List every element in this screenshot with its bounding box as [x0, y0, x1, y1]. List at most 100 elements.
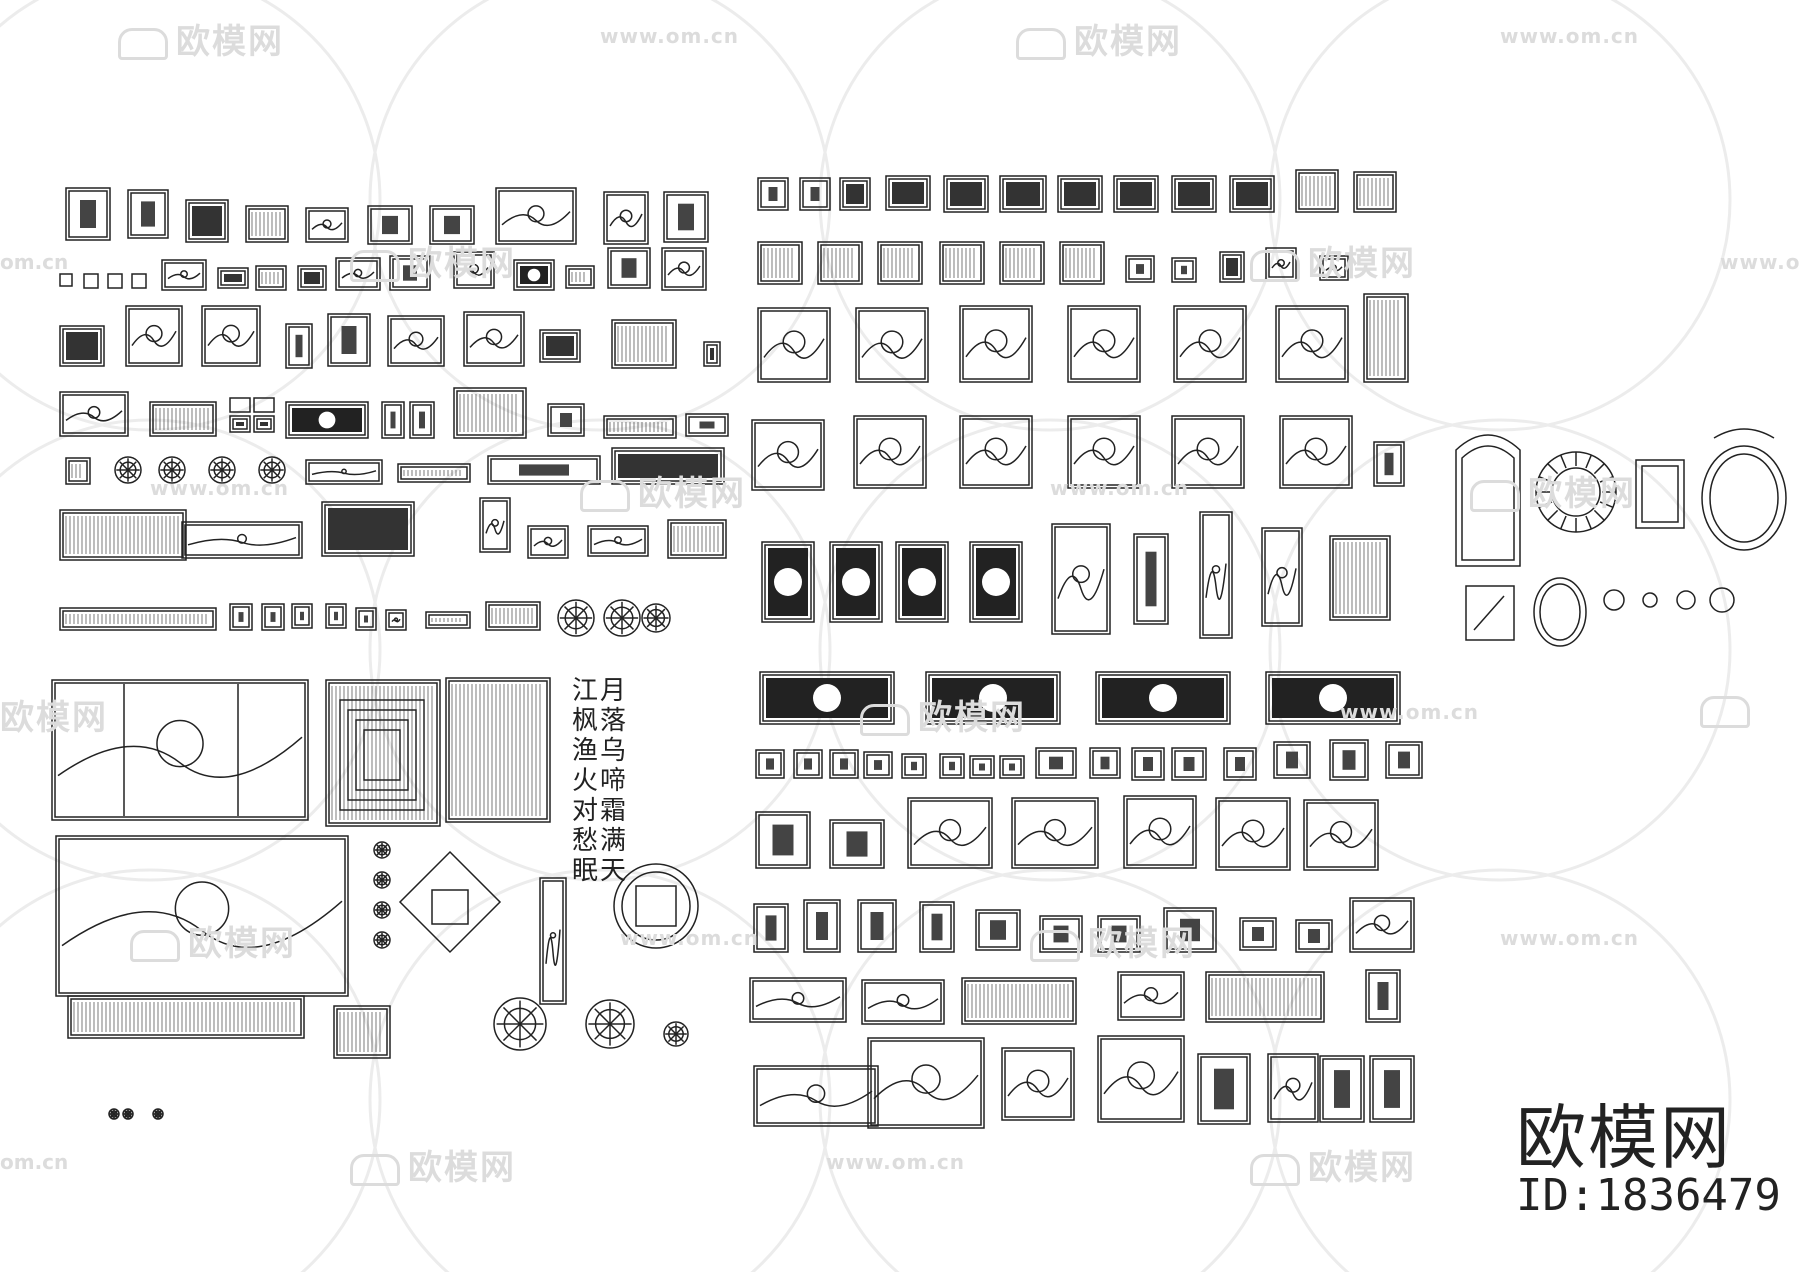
frame-sketch [1057, 568, 1105, 601]
frame-inner [756, 906, 786, 950]
picture-frame [611, 447, 725, 485]
frame-figure [1286, 751, 1298, 769]
frame-inner [1270, 1056, 1316, 1120]
picture-frame [961, 977, 1077, 1025]
frame-sketch [1017, 826, 1093, 847]
frame-outer [367, 205, 413, 245]
frame-sketch [609, 213, 643, 228]
frame-inner [832, 822, 882, 866]
picture-frame [611, 319, 677, 369]
picture-frame [755, 749, 785, 779]
picture-frame [261, 603, 285, 631]
mirror-glass [1641, 465, 1679, 523]
picture-frame [751, 419, 825, 491]
watermark-text: 欧模网 [408, 244, 516, 284]
frame-sketch [1205, 563, 1227, 600]
frame-outer [749, 977, 847, 1023]
sofa-logo-icon [1700, 695, 1750, 728]
picture-frame [969, 541, 1023, 623]
frame-outer [1385, 741, 1423, 779]
picture-frame [1117, 971, 1185, 1021]
picture-frame [1171, 257, 1197, 283]
frame-inner [1306, 802, 1376, 868]
round-ornament [373, 931, 391, 949]
picture-frame [229, 415, 251, 433]
frame-figure [931, 913, 943, 941]
ornament-spoke [127, 461, 137, 471]
frame-sketch [1143, 986, 1159, 1002]
ornament-ring [373, 841, 391, 859]
frame-outer [703, 341, 721, 367]
frame-sketch [549, 932, 557, 939]
frame-sketch [1123, 991, 1179, 1005]
frame-sketch [57, 736, 303, 778]
frame-outer [387, 315, 445, 367]
frame-figure [772, 824, 794, 856]
picture-frame [861, 979, 945, 1025]
picture-frame [1171, 175, 1217, 213]
frame-inner [688, 416, 726, 434]
eagle-crest [1713, 428, 1775, 439]
frame-outer [901, 753, 927, 779]
frame-inner [62, 610, 214, 628]
frame-inner [1388, 744, 1420, 776]
picture-frame [1275, 305, 1349, 383]
oval-mirror [1701, 428, 1787, 551]
picture-frame [131, 273, 147, 289]
frame-inner [946, 178, 986, 210]
frame-outer [1095, 671, 1231, 725]
frame-outer [959, 305, 1033, 383]
frame-sketch [861, 338, 923, 359]
ornament-spoke [575, 617, 588, 630]
frame-artwork [260, 422, 268, 426]
frame-inner [220, 270, 246, 286]
picture-frame [325, 679, 441, 827]
frame-outer [753, 1065, 879, 1127]
frame-inner [456, 254, 492, 286]
sofa-logo-icon [130, 929, 180, 962]
frame-inner [466, 314, 522, 364]
frame-sketch [491, 518, 499, 527]
watermark-logo: 欧模网 [860, 690, 1026, 739]
ornament-spoke [564, 617, 577, 630]
picture-frame [367, 205, 413, 245]
frame-outer [877, 241, 923, 285]
frame-sketch [131, 330, 177, 347]
round-ornament [493, 997, 547, 1051]
frame-outer [895, 541, 949, 623]
frame-sketch [236, 533, 248, 544]
frame-artwork [328, 508, 408, 550]
frame-inner [1226, 750, 1254, 778]
asset-id: ID:1836479 [1516, 1170, 1781, 1221]
frame-inner [1298, 172, 1336, 210]
frame-outer [495, 187, 577, 245]
frame-inner [832, 752, 856, 776]
frame-inner [666, 194, 706, 240]
frame-artwork [1226, 258, 1238, 276]
ornate-mirror [1455, 434, 1521, 567]
picture-frame [799, 177, 831, 211]
watermark-logo: 欧模网 [1030, 916, 1196, 965]
frame-outer [1035, 747, 1077, 779]
ornament-ring [641, 603, 671, 633]
frame-sketch [791, 991, 805, 1005]
frame-inner [400, 466, 468, 480]
picture-frame [485, 601, 541, 631]
frame-inner [516, 262, 552, 288]
picture-frame [181, 521, 303, 559]
frame-sketch [1103, 1071, 1179, 1096]
ornament-spoke [381, 904, 388, 911]
frame-outer [149, 401, 217, 437]
picture-frame [1171, 415, 1245, 489]
picture-frame [59, 607, 217, 631]
frame-outer [603, 415, 677, 439]
frame-sketch [965, 445, 1027, 466]
frame-outer [1171, 415, 1245, 489]
round-ornament [373, 871, 391, 889]
frame-outer [1125, 255, 1155, 283]
frame-inner [1002, 178, 1044, 210]
frame-inner [58, 838, 346, 994]
frame-sketch [311, 222, 343, 231]
picture-frame [229, 397, 251, 413]
sun-ray [1538, 475, 1553, 483]
